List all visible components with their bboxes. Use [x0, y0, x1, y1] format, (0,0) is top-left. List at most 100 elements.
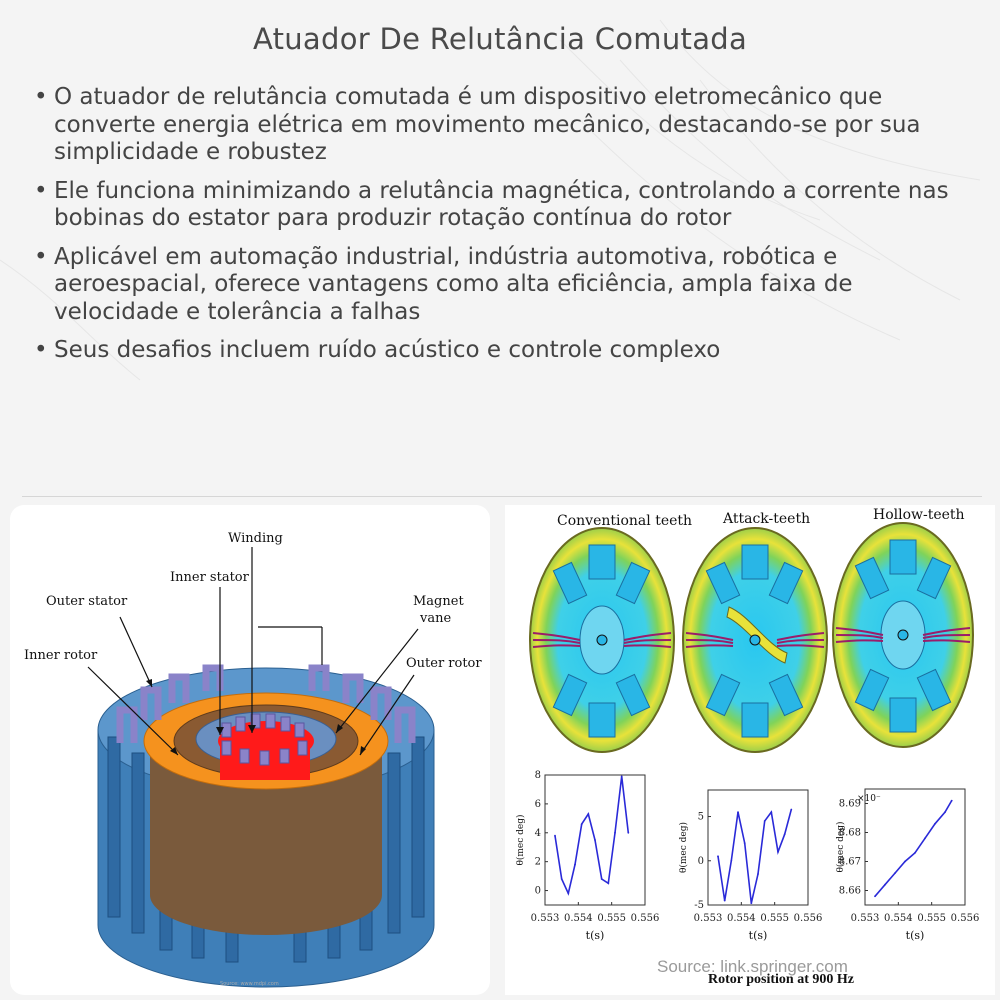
data-point: [750, 902, 753, 905]
bullet-text: Aplicável em automação industrial, indús…: [54, 243, 853, 325]
x-axis-label: t(s): [906, 929, 925, 942]
data-point: [914, 851, 916, 854]
label-vane: vane: [419, 611, 451, 626]
data-point: [894, 872, 896, 874]
motor-field-attack: [682, 527, 828, 753]
y-tick-label: 8.69: [839, 799, 861, 810]
x-tick-label: 0.555: [917, 913, 946, 924]
bullet-marker: •: [34, 243, 48, 270]
label-outer-rotor: Outer rotor: [406, 656, 482, 671]
data-point: [743, 842, 746, 844]
chart-caption: Rotor position at 900 Hz: [708, 972, 854, 987]
data-point: [607, 882, 610, 885]
data-point: [730, 859, 733, 862]
data-point: [560, 878, 563, 880]
y-tick-label: 8.66: [839, 886, 861, 897]
data-point: [763, 820, 766, 822]
y-tick-label: -5: [694, 900, 704, 911]
data-point: [783, 833, 786, 836]
bullet-text: Seus desafios incluem ruído acústico e c…: [54, 337, 721, 363]
actuator-illustration: Winding Inner stator Outer stator Magnet…: [24, 531, 482, 988]
data-point: [627, 831, 630, 834]
data-point: [950, 799, 953, 802]
y-tick-label: 8.68: [839, 828, 861, 839]
data-point: [594, 839, 596, 841]
data-point: [600, 878, 603, 880]
y-tick-label: 8.67: [839, 857, 861, 868]
x-tick-label: 0.554: [564, 913, 593, 924]
y-tick-label: 6: [535, 799, 541, 810]
label-magnet: Magnet: [413, 594, 464, 609]
chart-frame: [864, 788, 966, 906]
x-tick-label: 0.553: [694, 913, 723, 924]
rotor-position-line: [554, 776, 630, 896]
data-point: [757, 873, 759, 875]
data-point: [574, 863, 576, 866]
x-tick-label: 0.554: [727, 913, 756, 924]
x-tick-label: 0.556: [794, 913, 823, 924]
label-inner-rotor: Inner rotor: [24, 648, 98, 663]
data-point: [924, 837, 926, 840]
bullet-marker: •: [34, 177, 48, 204]
label-outer-stator: Outer stator: [46, 594, 128, 609]
bullet-item: •Aplicável em automação industrial, indú…: [28, 244, 978, 327]
simulation-figure: Conventional teeth Attack-teeth Hollow-t…: [515, 507, 979, 942]
data-point: [587, 813, 590, 815]
data-point: [620, 775, 623, 778]
motor-field-hollow: [832, 522, 974, 748]
chart3-exponent: ×10⁻: [857, 794, 881, 804]
data-point: [874, 895, 876, 898]
data-point: [567, 892, 570, 895]
section-divider: [22, 496, 982, 497]
y-tick-label: 0: [535, 886, 541, 897]
x-tick-label: 0.556: [951, 913, 980, 924]
data-point: [723, 899, 726, 902]
bullet-item: •Seus desafios incluem ruído acústico e …: [28, 337, 978, 365]
x-tick-label: 0.555: [760, 913, 789, 924]
data-point: [580, 823, 583, 825]
data-point: [904, 860, 906, 863]
actuator-illustration-panel: Winding Inner stator Outer stator Magnet…: [10, 505, 490, 995]
simulation-figure-panel: Conventional teeth Attack-teeth Hollow-t…: [505, 505, 995, 995]
x-tick-label: 0.554: [884, 913, 913, 924]
label-winding: Winding: [228, 531, 283, 546]
data-point: [934, 822, 936, 825]
left-source-note: Source: www.mdpi.com: [220, 981, 279, 987]
motor-title-conventional: Conventional teeth: [557, 513, 692, 529]
bullet-item: •Ele funciona minimizando a relutância m…: [28, 178, 978, 233]
bullet-text: Ele funciona minimizando a relutância ma…: [54, 177, 949, 232]
data-point: [770, 811, 773, 813]
data-point: [717, 855, 719, 858]
data-point: [944, 811, 946, 814]
motor-title-attack: Attack-teeth: [722, 511, 810, 527]
y-tick-label: 4: [535, 828, 541, 839]
bullet-list: •O atuador de relutância comutada é um d…: [28, 84, 978, 376]
x-tick-label: 0.556: [631, 913, 660, 924]
rotor-position-line: [717, 809, 793, 904]
data-point: [790, 808, 793, 811]
data-point: [884, 883, 886, 886]
bullet-text: O atuador de relutância comutada é um di…: [54, 84, 921, 165]
x-tick-label: 0.553: [531, 913, 560, 924]
x-tick-label: 0.555: [597, 913, 626, 924]
y-axis-label: θ(mec deg): [678, 822, 689, 873]
source-credit: Source: link.springer.com: [657, 957, 848, 976]
data-point: [614, 831, 616, 834]
motor-title-hollow: Hollow-teeth: [873, 507, 965, 523]
y-axis-label: θ(mec deg): [835, 821, 846, 872]
bullet-item: •O atuador de relutância comutada é um d…: [28, 84, 978, 167]
x-tick-label: 0.553: [851, 913, 880, 924]
data-point: [737, 811, 739, 813]
bullet-marker: •: [34, 84, 48, 110]
label-inner-stator: Inner stator: [170, 570, 250, 585]
data-point: [554, 834, 556, 837]
y-tick-label: 0: [698, 856, 704, 867]
x-axis-label: t(s): [586, 929, 605, 942]
data-point: [777, 851, 779, 853]
page-title: Atuador De Relutância Comutada: [252, 22, 748, 56]
y-axis-label: θ(mec deg): [515, 814, 526, 865]
y-tick-label: 2: [535, 857, 541, 868]
motor-field-conventional: [529, 527, 675, 753]
